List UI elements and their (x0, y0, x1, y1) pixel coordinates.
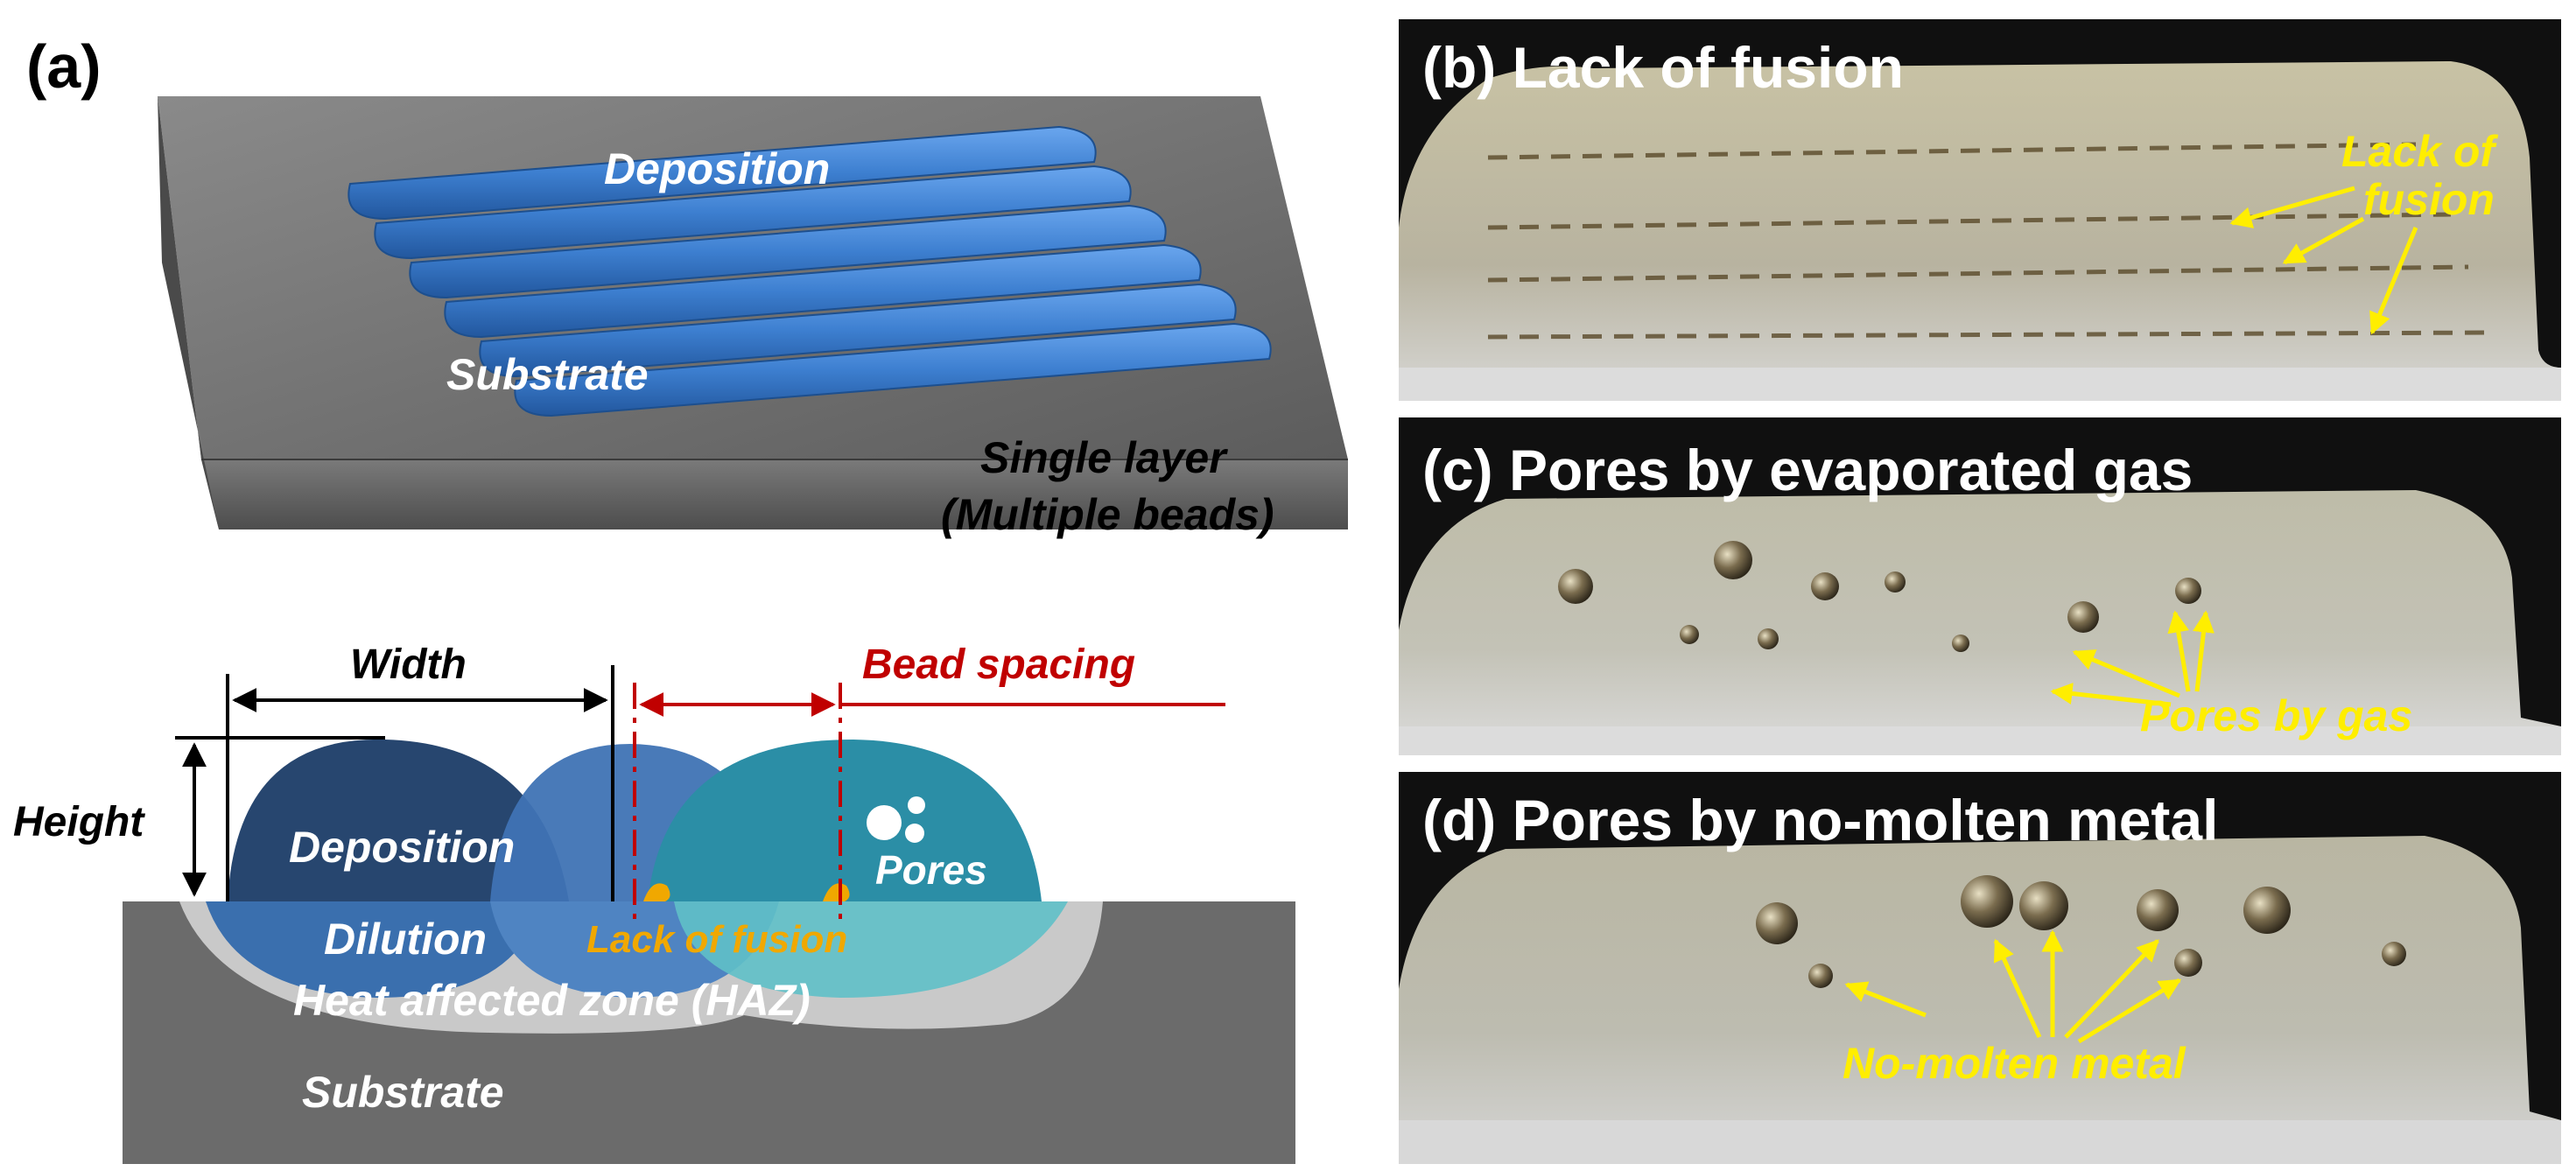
panel-b-title: (b) Lack of fusion (1422, 35, 1904, 100)
panel-c-bead-section (1399, 490, 2561, 755)
panel-c-title: (c) Pores by evaporated gas (1422, 438, 2193, 502)
single-layer-label: Single layer (980, 433, 1228, 482)
lack-of-fusion-mark-1 (643, 883, 670, 901)
pore-small-1 (908, 796, 925, 814)
deposition-dome-1 (228, 739, 569, 901)
deposited-beads (347, 125, 1272, 417)
panel-a-render: (a) Deposition Substrate Single layer (M… (26, 32, 1364, 539)
panel-d-title: (d) Pores by no-molten metal (1422, 788, 2218, 852)
bead-spacing-label: Bead spacing (862, 642, 1135, 688)
panel-b-micrograph: (b) Lack of fusion Lack of fusion (1399, 19, 2561, 401)
panel-b-arrows (2229, 186, 2418, 335)
lack-of-fusion-mark-2 (823, 883, 850, 901)
panel-c-arrows (2050, 610, 2215, 707)
panel-b-annotation-line1: Lack of (2341, 127, 2498, 176)
schematic-lack-of-fusion-label: Lack of fusion (586, 918, 847, 961)
plate-front-face (201, 459, 1348, 529)
dilution-region (206, 901, 543, 998)
render-deposition-label: Deposition (604, 144, 830, 193)
panel-a-label: (a) (26, 32, 102, 101)
multiple-beads-label: (Multiple beads) (941, 490, 1274, 539)
panel-b-bead-section (1399, 61, 2561, 401)
panel-c-micrograph: (c) Pores by evaporated gas Pores by gas (1399, 417, 2561, 755)
height-label: Height (13, 799, 145, 845)
schematic-substrate-label: Substrate (302, 1068, 504, 1117)
render-substrate-label: Substrate (446, 350, 649, 399)
width-label: Width (350, 642, 467, 688)
pore-large (867, 805, 902, 840)
panel-d-annotation: No-molten metal (1843, 1039, 2186, 1088)
deposition-dome-3 (648, 740, 1042, 901)
schematic-pores-label: Pores (875, 847, 987, 893)
panel-d-micrograph: (d) Pores by no-molten metal No-molten m… (1399, 772, 2561, 1164)
panel-d-arrows (1844, 929, 2182, 1044)
panel-c-annotation: Pores by gas (2140, 691, 2412, 740)
bead-cross-section-schematic: Width Height Bead spacing Deposition Dil… (13, 595, 1295, 1164)
schematic-haz-label: Heat affected zone (HAZ) (293, 976, 811, 1025)
panel-c-pores (1558, 541, 2201, 652)
pore-small-2 (905, 824, 924, 843)
panel-d-pores (1756, 875, 2406, 988)
schematic-deposition-label: Deposition (289, 823, 515, 872)
panel-b-annotation-line2: fusion (2363, 175, 2495, 224)
schematic-dilution-label: Dilution (324, 915, 487, 964)
